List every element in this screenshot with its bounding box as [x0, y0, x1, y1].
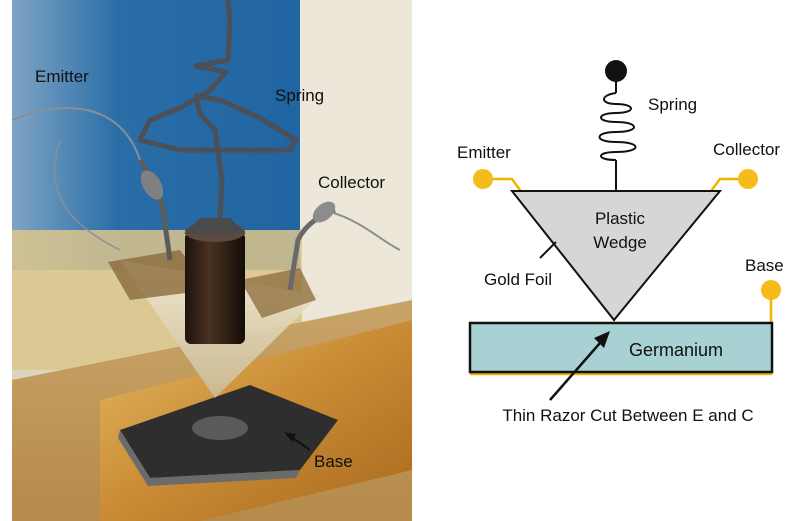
razor-cut-arrow	[549, 342, 601, 401]
base-wire	[470, 290, 773, 376]
collector-contact	[738, 169, 758, 189]
gold-foil-label: Gold Foil	[484, 270, 552, 289]
transistor-diagram: Germanium Plastic Wedge Spring Emitter C…	[457, 60, 784, 425]
photo-collector-bead	[312, 201, 336, 223]
photo-spring-wire	[137, 0, 299, 219]
spring-coil	[598, 92, 637, 161]
base-label: Base	[745, 256, 784, 275]
photo-blue-backdrop	[12, 0, 312, 270]
photo-spring-label: Spring	[275, 86, 324, 105]
photo-emitter-wire	[11, 107, 141, 161]
photo-collector-wire	[329, 211, 401, 251]
spring-anchor-dot	[605, 60, 627, 82]
wedge-label-line1: Plastic	[595, 209, 646, 228]
photo-loose-wire	[54, 139, 121, 251]
germanium-label: Germanium	[629, 340, 723, 360]
collector-label: Collector	[713, 140, 780, 159]
photo-cylinder	[185, 232, 245, 344]
photo-wedge-foil	[240, 268, 316, 318]
photo-wedge-clip	[108, 250, 210, 300]
emitter-contact	[473, 169, 493, 189]
photo-cylinder-cone	[184, 218, 246, 234]
photo-slab-spot	[192, 416, 248, 440]
photo-base-label: Base	[314, 452, 353, 471]
razor-cut-arrowhead	[594, 331, 610, 348]
germanium-block	[468, 321, 774, 374]
razor-cut-label: Thin Razor Cut Between E and C	[502, 406, 753, 425]
photo-base-arrowhead	[284, 432, 296, 442]
wedge-label-line2: Wedge	[593, 233, 647, 252]
photo-emitter-label: Emitter	[35, 67, 89, 86]
base-contact	[761, 280, 781, 300]
photo-collector-label: Collector	[318, 173, 385, 192]
emitter-label: Emitter	[457, 143, 511, 162]
gold-foil-pointer	[539, 241, 557, 259]
spring-label: Spring	[648, 95, 697, 114]
transistor-photo: Emitter Spring Collector Base	[11, 0, 412, 521]
photo-emitter-bead	[140, 170, 164, 200]
